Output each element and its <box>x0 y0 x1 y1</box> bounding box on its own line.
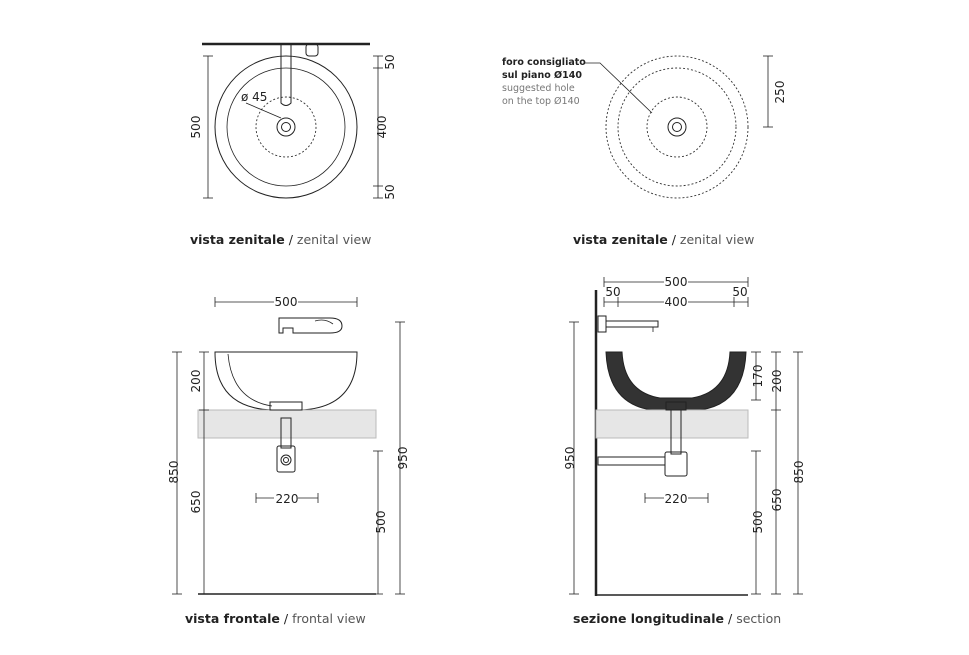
dim-200: 200 <box>770 370 784 393</box>
basin-outer-rim <box>214 55 358 199</box>
dim-500-width: 500 <box>275 295 298 309</box>
drain-trap <box>280 417 292 449</box>
dim-500-width: 500 <box>665 275 688 289</box>
hole-mid-dashed <box>617 67 737 187</box>
basin-section <box>605 351 747 411</box>
spout <box>280 44 292 106</box>
caption-en: section <box>736 611 782 626</box>
caption-en: frontal view <box>292 611 366 626</box>
dim-200: 200 <box>189 370 203 393</box>
caption-it: vista frontale <box>185 611 280 626</box>
caption-sep: / <box>724 611 737 626</box>
top-right-zenital-view: foro consigliato sul piano Ø140 suggeste… <box>502 55 787 199</box>
dim-50-top: 50 <box>383 54 397 69</box>
caption-top-left: vista zenitale / zenital view <box>190 232 371 247</box>
dim-650: 650 <box>189 491 203 514</box>
dim-400: 400 <box>375 116 389 139</box>
drain-outer <box>276 117 296 137</box>
bottom-right-section-view: 500 50 400 50 220 950 <box>563 275 806 596</box>
faucet-section <box>597 315 607 333</box>
faucet-body <box>305 43 319 57</box>
countertop-section <box>595 409 749 439</box>
dim-500-height: 500 <box>374 511 388 534</box>
dim-250: 250 <box>773 81 787 104</box>
drain-outer <box>667 117 687 137</box>
caption-en: zenital view <box>296 232 372 247</box>
drain-dashed-circle <box>255 96 317 158</box>
hole-note-it-2: sul piano Ø140 <box>502 70 582 81</box>
caption-it: vista zenitale <box>190 232 285 247</box>
top-left-zenital-view: ø 45 500 50 400 50 <box>189 42 397 200</box>
hole-note-en-2: on the top Ø140 <box>502 96 580 107</box>
dim-170: 170 <box>751 365 765 388</box>
dim-950: 950 <box>396 447 410 470</box>
caption-sep: / <box>279 611 293 626</box>
caption-it: vista zenitale <box>573 232 668 247</box>
drain-trap-section <box>670 409 682 455</box>
caption-sep: / <box>667 232 680 247</box>
dim-650: 650 <box>770 489 784 512</box>
caption-bottom-left: vista frontale / frontal view <box>185 611 366 626</box>
faucet <box>278 317 343 334</box>
hole-outer-dashed <box>605 55 749 199</box>
drain-inner <box>672 122 682 132</box>
basin-inner-rim <box>226 67 346 187</box>
basin-front <box>214 351 358 411</box>
dim-50-bottom: 50 <box>383 184 397 199</box>
hole-dashed-140 <box>646 96 708 158</box>
dim-400: 400 <box>665 295 688 309</box>
hole-note-en-1: suggested hole <box>502 83 575 94</box>
caption-it: sezione longitudinale <box>573 611 725 626</box>
drain-inner <box>281 122 291 132</box>
dim-850: 850 <box>167 461 181 484</box>
caption-top-right: vista zenitale / zenital view <box>573 232 754 247</box>
dim-950: 950 <box>563 447 577 470</box>
caption-en: zenital view <box>679 232 755 247</box>
dim-220: 220 <box>276 492 299 506</box>
dim-220: 220 <box>665 492 688 506</box>
bottom-left-frontal-view: 500 220 850 200 650 <box>167 295 410 595</box>
drain-diameter-label: ø 45 <box>241 90 267 104</box>
caption-sep: / <box>284 232 297 247</box>
hole-note-it-1: foro consigliato <box>502 57 586 68</box>
dim-850: 850 <box>792 461 806 484</box>
dim-500-vertical: 500 <box>189 116 203 139</box>
countertop <box>197 409 377 439</box>
caption-bottom-right: sezione longitudinale / section <box>573 611 781 626</box>
dim-50-left: 50 <box>605 285 620 299</box>
dim-500-height: 500 <box>751 511 765 534</box>
dim-50-right: 50 <box>732 285 747 299</box>
